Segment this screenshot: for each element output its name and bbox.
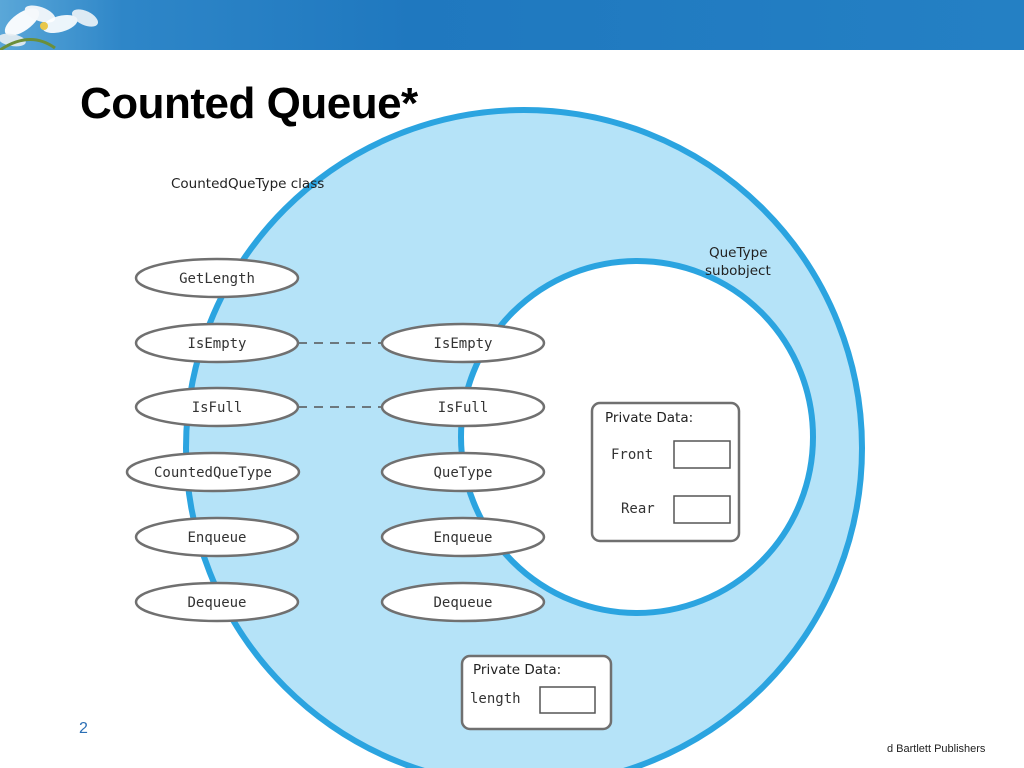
publisher-credit: d Bartlett Publishers [887,743,986,755]
header-banner [0,0,1024,50]
quetype-method-dequeue: Dequeue [380,581,546,623]
page-number: 2 [79,720,88,737]
method-label: Enqueue [433,530,492,546]
flower-logo-icon [0,5,99,50]
quetype-method-quetype: QueType [380,451,546,493]
counted-method-getlength: GetLength [134,257,300,299]
slide-title: Counted Queue* [80,79,418,128]
counted-method-dequeue: Dequeue [134,581,300,623]
method-label: IsFull [192,400,243,416]
counted-quetype-class-label: CountedQueType class [171,176,324,192]
subobject-label: subobject [705,263,771,279]
method-label: QueType [433,465,492,481]
private-data-title: Private Data: [473,662,561,678]
method-label: Dequeue [433,595,492,611]
method-label: Dequeue [187,595,246,611]
method-label: GetLength [179,271,255,287]
counted-private-data-box: Private Data: length [460,654,613,731]
length-field-label: length [470,691,521,707]
front-field-label: Front [611,447,653,463]
counted-method-countedquetype: CountedQueType [125,451,301,493]
quetype-private-data-box: Private Data: Front Rear [590,401,741,543]
method-label: IsEmpty [187,336,246,352]
counted-method-isempty: IsEmpty [134,322,300,364]
quetype-method-isfull: IsFull [380,386,546,428]
quetype-method-enqueue: Enqueue [380,516,546,558]
method-label: CountedQueType [154,465,272,481]
rear-field-label: Rear [621,501,655,517]
counted-method-isfull: IsFull [134,386,300,428]
quetype-label: QueType [709,245,768,261]
quetype-method-isempty: IsEmpty [380,322,546,364]
front-value-box [673,440,731,469]
method-label: IsEmpty [433,336,492,352]
counted-method-enqueue: Enqueue [134,516,300,558]
private-data-title: Private Data: [605,410,693,426]
method-label: Enqueue [187,530,246,546]
length-value-box [539,686,596,714]
method-label: IsFull [438,400,489,416]
rear-value-box [673,495,731,524]
